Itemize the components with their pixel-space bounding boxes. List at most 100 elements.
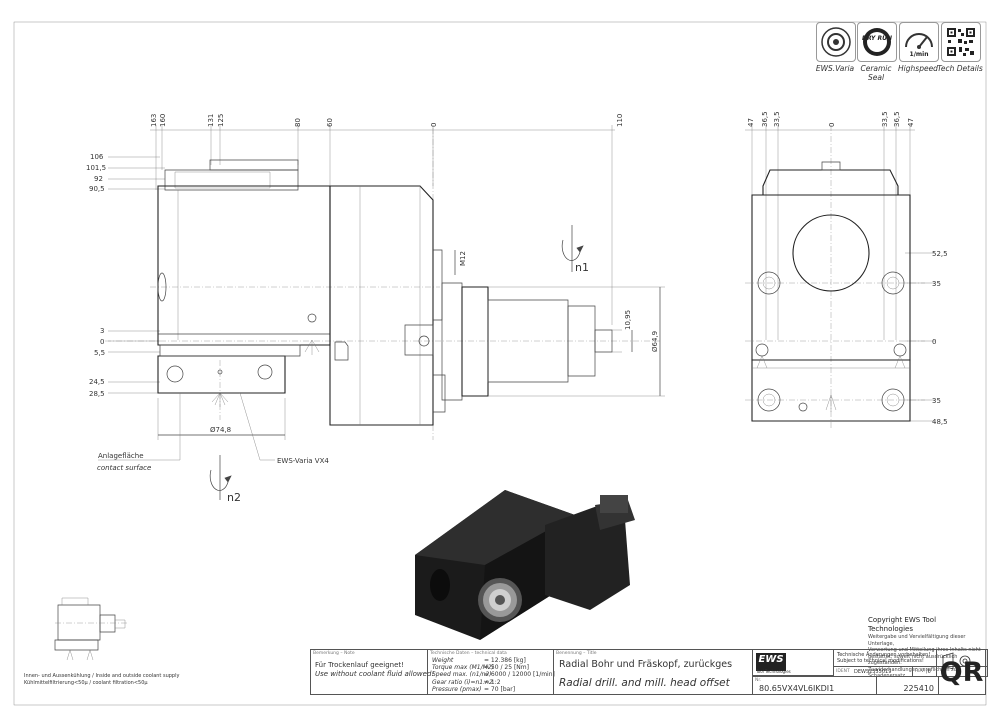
badge-highspeed: 1/min: [899, 22, 939, 62]
remark-cell: Bemerkung – Note Für Trockenlauf geeigne…: [310, 649, 434, 695]
tech-speed-label: Speed max. (n1/n2): [432, 671, 492, 679]
dim-left-90-5: 90,5: [89, 185, 105, 193]
badge-ceramic-seal: DRY RUN: [857, 22, 897, 62]
dim-left-5-5: 5,5: [94, 349, 105, 357]
dim-front-47-right: 47: [907, 118, 915, 127]
dim-left-0: 0: [100, 338, 104, 346]
remark-header: Bemerkung – Note: [313, 651, 355, 656]
part-number-cell: Nr. 80.65VX4VL6IKDI1: [752, 676, 877, 695]
tech-pressure-value: = 70 [bar]: [484, 685, 516, 693]
dim-top-160: 160: [159, 114, 167, 127]
ews-varia-label: EWS-Varia VX4: [277, 457, 329, 465]
tech-torque-label: Torque max (M1/M2): [432, 664, 494, 672]
tech-gear-label: Gear ratio (i)=n1:n2: [432, 678, 493, 686]
title-block: Bemerkung – Note Für Trockenlauf geeigne…: [310, 649, 988, 695]
title-de: Radial Bohr und Fräskopf, zurückges: [559, 659, 733, 670]
dim-left-101-5: 101,5: [86, 164, 106, 172]
dim-front-0-right: 0: [932, 338, 936, 346]
badge-ews-varia: [816, 22, 856, 62]
dim-front-35-bottom: 35: [932, 397, 941, 405]
change-de: Technische Änderungen vorbehalten!: [837, 652, 931, 658]
rev-value: /0: [926, 669, 931, 675]
dim-front-0: 0: [828, 123, 836, 127]
rpm-text: 1/min: [909, 51, 929, 58]
contact-surface-de: Anlagefläche: [98, 452, 144, 460]
front-view-labels: 47 36,5 33,5 0 33,5 36,5 47 52,5 35 0 35…: [747, 111, 948, 426]
dim-dia-64-9: Ø64,9: [651, 331, 659, 352]
badge-label-tech-details: Tech Details: [937, 64, 983, 73]
dim-top-80: 80: [294, 118, 302, 127]
dim-10-95: 10,95: [624, 310, 632, 330]
ceramic-seal-icon: [863, 28, 891, 56]
title-header: Benennung – Title: [556, 651, 597, 656]
tech-speed-value: = 6000 / 12000 [1/min]: [484, 671, 555, 679]
tech-weight-value: = 12.386 [kg]: [484, 657, 526, 664]
tech-weight-label: Weight: [432, 657, 454, 664]
copyright-line-2: Verwertung und Mitteilung ihres Inhalts …: [868, 647, 981, 653]
tech-values: = 12.386 [kg] = 50 / 25 [Nm] = 6000 / 12…: [484, 657, 555, 693]
ews-logo: EWS: [756, 653, 786, 671]
qr-label: QR: [939, 657, 984, 688]
tech-pressure-label: Pressure (pmax): [432, 685, 482, 693]
ident-value: DEWS2355019: [854, 669, 892, 675]
change-en: Subject to technical modifications!: [837, 658, 924, 664]
part-number: 80.65VX4VL6IKDI1: [759, 684, 835, 693]
dim-top-0: 0: [430, 123, 438, 127]
id-number-cell: 225410: [876, 676, 939, 695]
title-cell: Benennung – Title Radial Bohr und Fräsko…: [553, 649, 753, 695]
dim-left-24-5: 24,5: [89, 378, 105, 386]
side-view-labels: 163 160 131 125 80 60 0 110 106 101,5 92…: [86, 114, 659, 504]
logo-cell: EWS Tool Technologies: [752, 649, 834, 676]
side-view: [98, 125, 665, 500]
remark-de: Für Trockenlauf geeignet!: [315, 661, 404, 669]
product-render: [415, 490, 635, 640]
copyright-title: Copyright EWS Tool Technologies: [868, 616, 937, 633]
rev-label: REV.: [915, 669, 925, 674]
dim-front-36-5-right: 36,5: [893, 111, 901, 127]
ews-varia-icon: [821, 27, 851, 57]
badge-label-ceramic-seal: Ceramic Seal: [860, 64, 892, 82]
qr-code-icon: [947, 28, 975, 56]
dim-front-47-left: 47: [747, 118, 755, 127]
projection-symbol-icon: [942, 652, 971, 670]
dim-top-125: 125: [217, 114, 225, 127]
nr-header: Nr.: [755, 678, 762, 683]
coolant-note-2: Kühlmittelfiltrierung<50µ / coolant filt…: [24, 680, 148, 686]
dim-top-60: 60: [326, 118, 334, 127]
title-en: Radial drill. and mill. head offset: [559, 677, 730, 689]
dim-left-106: 106: [90, 153, 104, 161]
badge-tech-details: [941, 22, 981, 62]
dim-dia-74-8: Ø74,8: [210, 426, 231, 434]
rotation-n1-label: n1: [575, 261, 589, 274]
copyright-line-3: gestattet, soweit nicht ausdrücklich zug…: [868, 653, 958, 667]
dim-top-163: 163: [150, 114, 158, 127]
highspeed-icon: [905, 33, 933, 49]
dim-left-3: 3: [100, 327, 104, 335]
contact-surface-en: contact surface: [97, 464, 151, 472]
coolant-schematic: [54, 597, 128, 661]
dim-front-48-5: 48,5: [932, 418, 948, 426]
rotation-n2-label: n2: [227, 491, 241, 504]
badge-label-highspeed: Highspeed: [898, 64, 938, 73]
dry-run-text: DRY RUN: [862, 35, 892, 42]
dim-top-131: 131: [207, 114, 215, 127]
copyright-line-1: Weitergabe und Vervielfältigung dieser U…: [868, 634, 966, 647]
dim-front-35-top: 35: [932, 280, 941, 288]
projection-symbol-cell: [936, 649, 988, 677]
front-view: [745, 125, 935, 430]
dim-m12: M12: [459, 251, 467, 266]
id-number: 225410: [903, 684, 934, 693]
dim-front-36-5-left: 36,5: [761, 111, 769, 127]
dim-top-110: 110: [616, 114, 624, 127]
remark-en: Use without coolant fluid allowed!: [315, 670, 435, 678]
tech-labels: Weight Torque max (M1/M2) Speed max. (n1…: [432, 657, 494, 693]
tech-data-header: Technische Daten – technical data: [430, 651, 507, 656]
dim-left-92: 92: [94, 175, 103, 183]
ews-logo-sub: Tool Technologies: [756, 669, 791, 674]
dim-left-28-5: 28,5: [89, 390, 105, 398]
tech-data-cell: Technische Daten – technical data Weight…: [427, 649, 555, 695]
badge-label-ews-varia: EWS.Varia: [815, 64, 855, 73]
tech-gear-value: = 1:2: [484, 678, 501, 686]
